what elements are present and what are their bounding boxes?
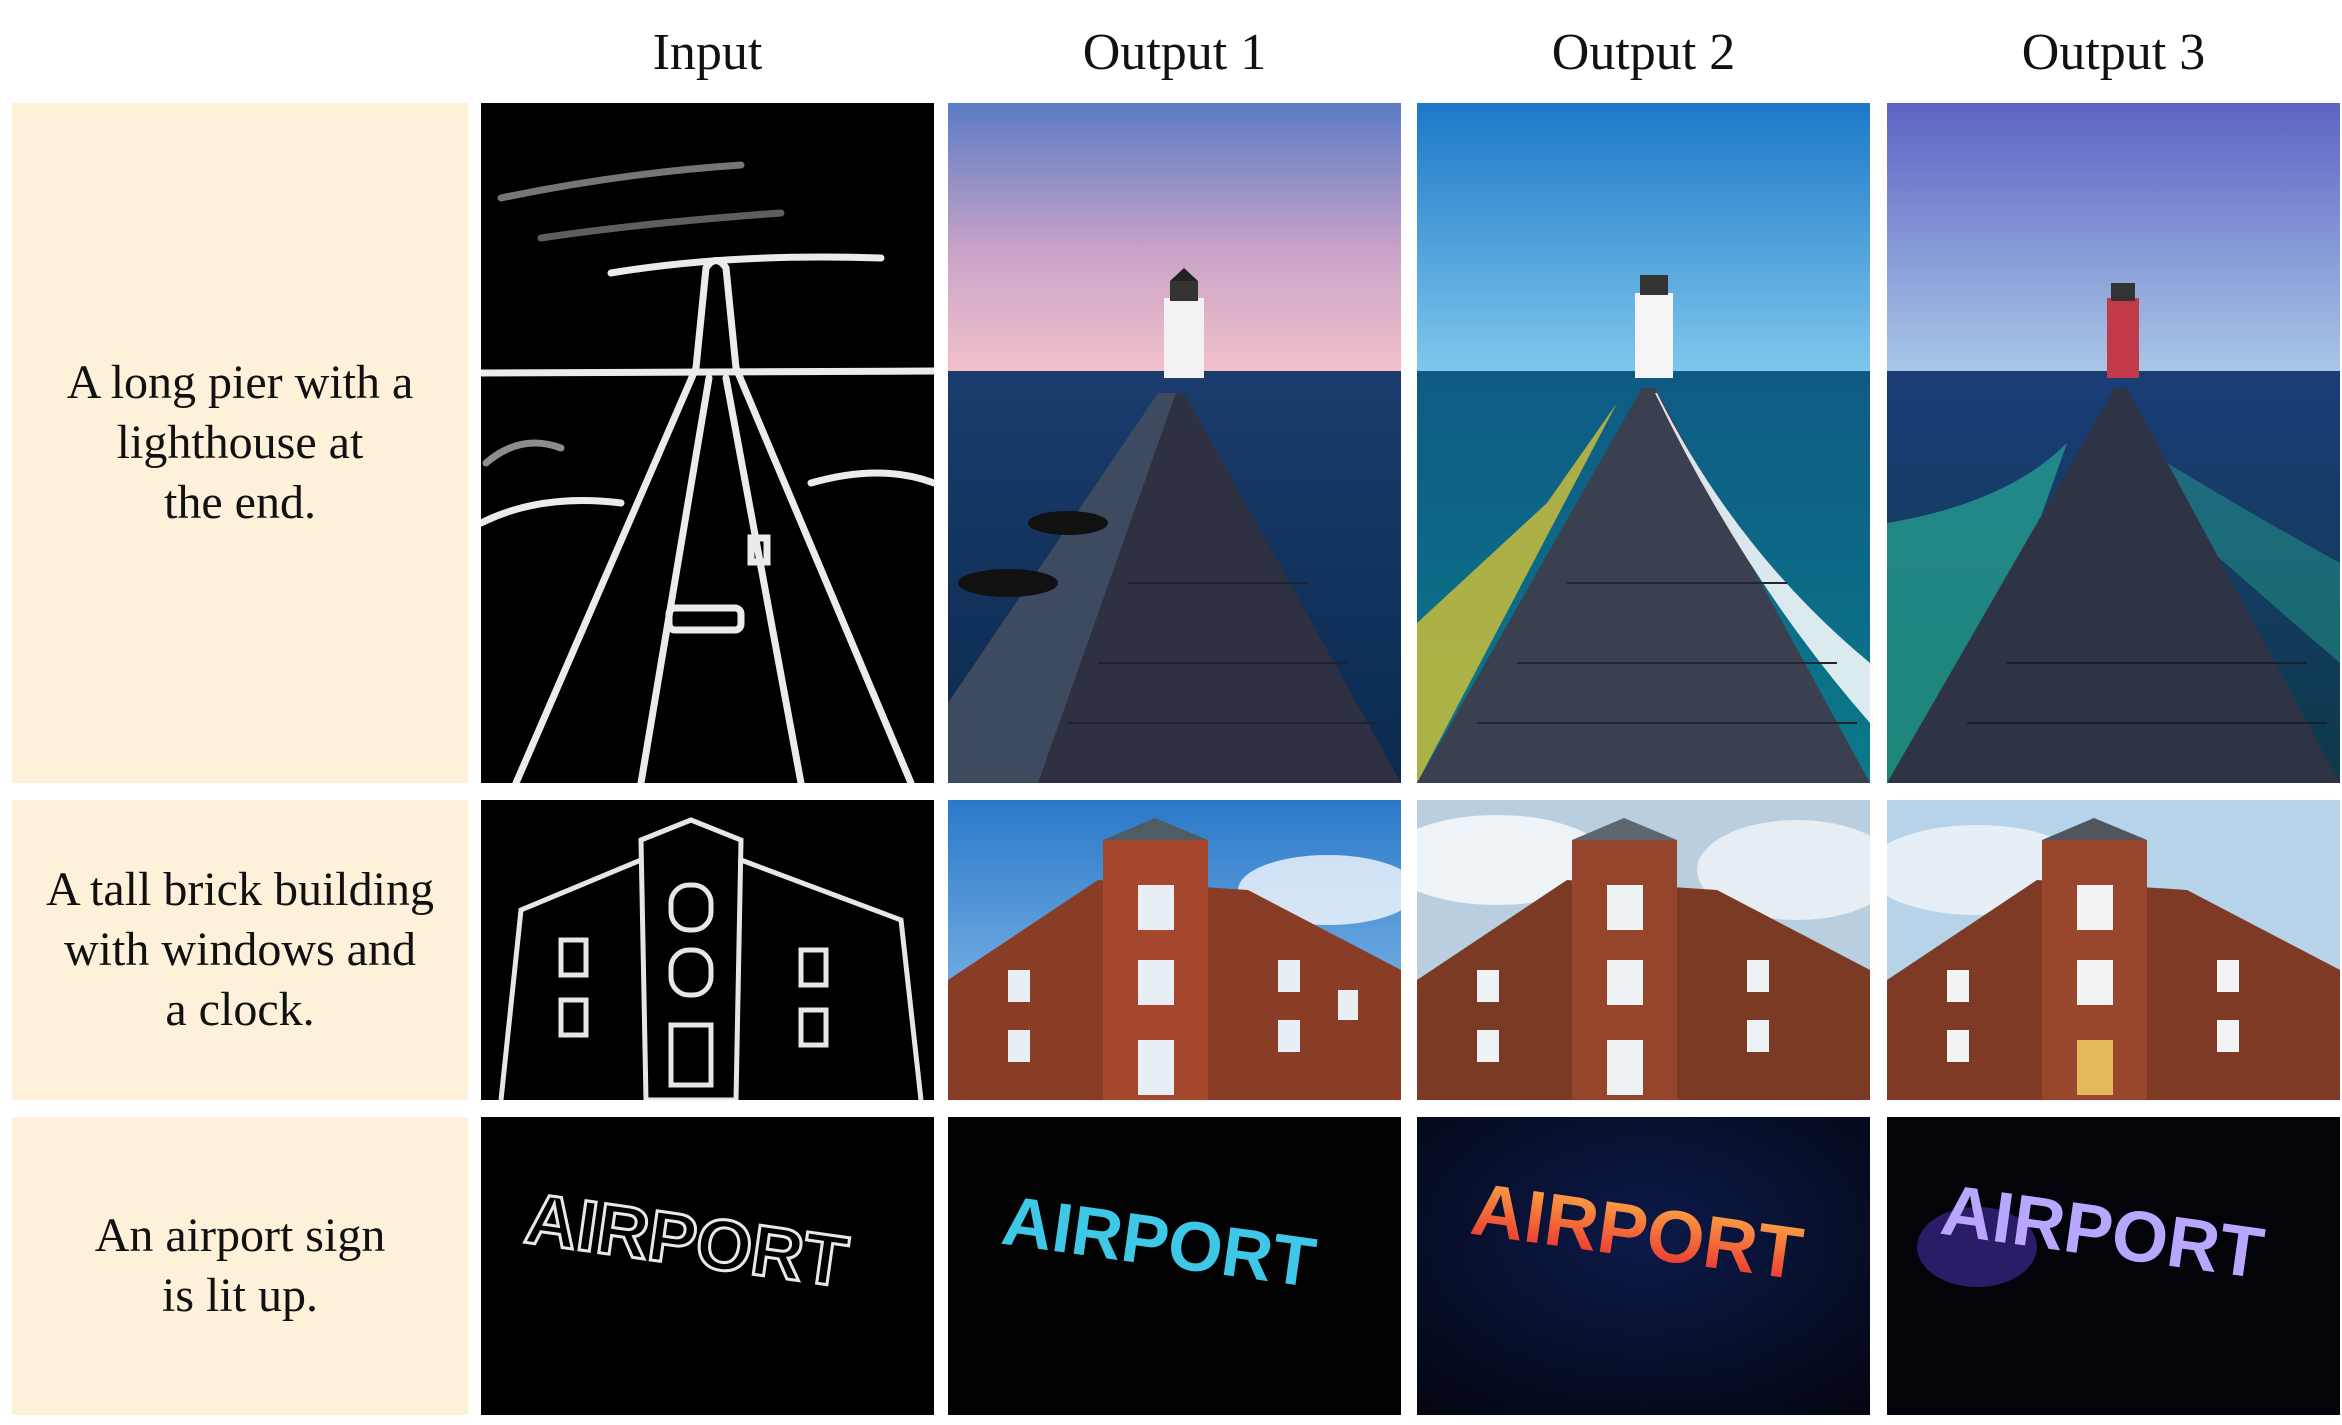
prompt-text-building: A tall brick building with windows and a…	[46, 863, 434, 1036]
airport-input-edge-map: AIRPORT	[481, 1117, 934, 1415]
prompt-cell-airport: An airport sign is lit up.	[12, 1117, 468, 1415]
pier-output-2	[1417, 103, 1870, 783]
building-output-2	[1417, 800, 1870, 1100]
column-header-output-2: Output 2	[1551, 24, 1736, 81]
airport-output-3: AIRPORT	[1887, 1117, 2340, 1415]
prompt-cell-pier: A long pier with a lighthouse at the end…	[12, 103, 468, 783]
prompt-text-pier: A long pier with a lighthouse at the end…	[66, 356, 414, 529]
column-header-output-1: Output 1	[1082, 24, 1267, 81]
building-input-edge-map	[481, 800, 934, 1100]
pier-output-3	[1887, 103, 2340, 783]
building-output-1	[948, 800, 1401, 1100]
column-header-output-3: Output 3	[2021, 24, 2206, 81]
column-header-input: Input	[652, 24, 763, 81]
pier-input-edge-map	[481, 103, 934, 783]
pier-output-1	[948, 103, 1401, 783]
building-output-3	[1887, 800, 2340, 1100]
airport-output-2: AIRPORT	[1417, 1117, 1870, 1415]
prompt-text-airport: An airport sign is lit up.	[94, 1209, 386, 1322]
airport-output-1: AIRPORT	[948, 1117, 1401, 1415]
prompt-cell-building: A tall brick building with windows and a…	[12, 800, 468, 1100]
